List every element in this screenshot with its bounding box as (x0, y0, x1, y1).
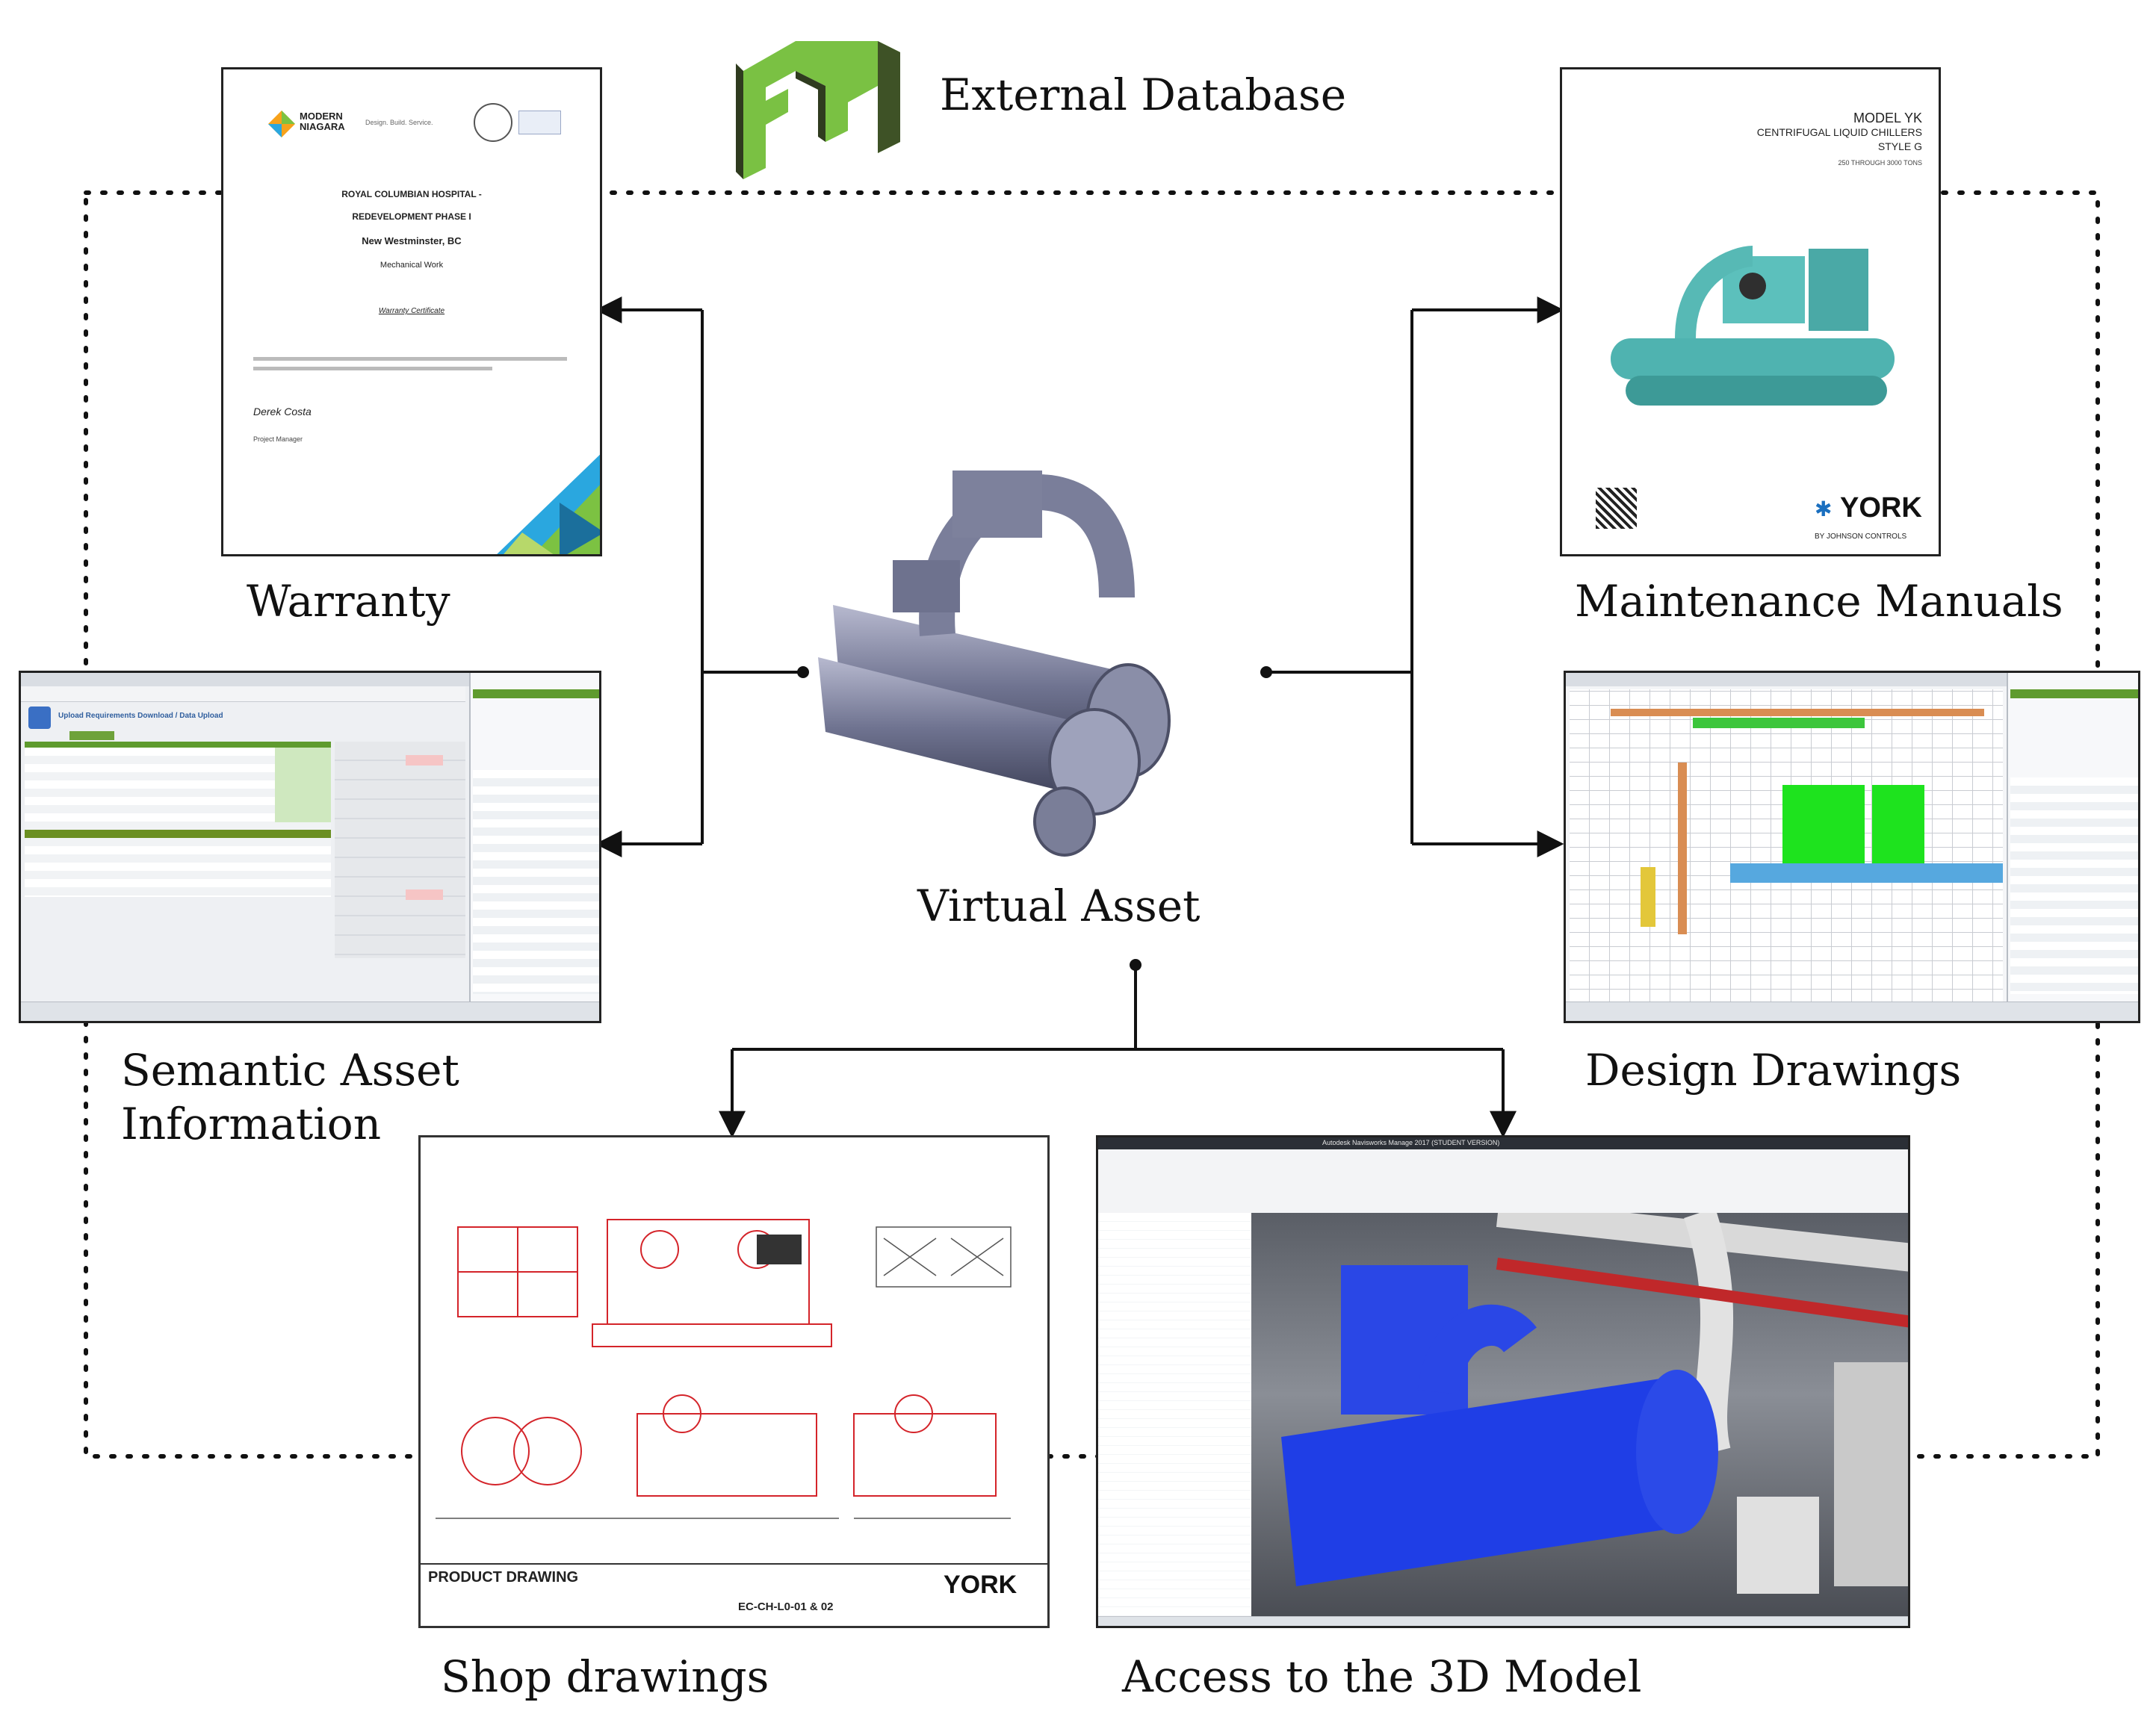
warranty-signature: Derek Costa (253, 406, 312, 417)
sheet-list (473, 770, 599, 994)
warranty-body-line (253, 367, 492, 370)
navisworks-statusbar (1098, 1616, 1908, 1626)
warranty-title-line2: REDEVELOPMENT PHASE I (352, 211, 471, 222)
maintenance-manuals-label: Maintenance Manuals (1575, 576, 2063, 627)
warranty-tagline: Design. Build. Service. (365, 119, 433, 126)
warranty-scope: Mechanical Work (380, 261, 444, 270)
warranty-signer-role: Project Manager (253, 435, 303, 443)
maintenance-manual-document: MODEL YK CENTRIFUGAL LIQUID CHILLERS STY… (1560, 67, 1941, 556)
warranty-label: Warranty (247, 576, 450, 627)
design-drawings-label: Design Drawings (1585, 1045, 1962, 1096)
manual-product: CENTRIFUGAL LIQUID CHILLERS (1756, 126, 1922, 138)
warranty-title-line1: ROYAL COLUMBIAN HOSPITAL - (341, 189, 482, 199)
warranty-certificate-heading: Warranty Certificate (378, 307, 445, 315)
pipe-yellow (1641, 867, 1655, 927)
access-3d-model-label: Access to the 3D Model (1122, 1651, 1642, 1702)
parameter-warning-cell (406, 889, 443, 900)
parameter-panel (335, 742, 465, 958)
navisworks-titlebar (1098, 1137, 1908, 1149)
seal-icon (474, 103, 512, 142)
pipe-orange (1678, 763, 1687, 934)
duct-run-green (1693, 718, 1865, 728)
semantic-app-toolbar (21, 686, 465, 702)
table-header (25, 742, 331, 748)
semantic-asset-screenshot: Upload Requirements Download / Data Uplo… (19, 671, 601, 1023)
shop-drawing-title: PRODUCT DRAWING (428, 1569, 579, 1586)
shop-drawing-number: EC-CH-L0-01 & 02 (738, 1600, 834, 1613)
manual-brand-sub: BY JOHNSON CONTROLS (1815, 532, 1907, 541)
design-app-statusbar (1566, 1002, 2138, 1021)
semantic-app-tab[interactable] (69, 731, 114, 740)
semantic-app-statusbar (21, 1002, 599, 1021)
decorative-triangles-icon (497, 454, 600, 554)
selection-tree-panel[interactable] (1098, 1213, 1252, 1616)
warranty-company-name: MODERN NIAGARA (300, 111, 345, 133)
dotted-boundary (84, 190, 2100, 1459)
title-block (421, 1563, 1047, 1626)
duct-run-blue (1730, 863, 2003, 883)
design-app-titlebar (1566, 673, 2138, 686)
semantic-app-heading: Upload Requirements Download / Data Uplo… (58, 712, 223, 720)
connector-right-dot (1260, 666, 1272, 678)
user-avatar-icon (28, 707, 51, 729)
design-sheet-list (2010, 777, 2138, 994)
fm-logo-icon (736, 41, 900, 179)
sheet-list-header (473, 689, 599, 698)
navisworks-screenshot: Autodesk Navisworks Manage 2017 (STUDENT… (1096, 1135, 1910, 1628)
teal-chiller-icon (1611, 246, 1895, 406)
external-database-label: External Database (940, 69, 1347, 120)
type-column-highlight (275, 748, 331, 822)
warranty-location: New Westminster, BC (362, 235, 462, 246)
warranty-document: MODERN NIAGARA Design. Build. Service. R… (221, 67, 602, 556)
navisworks-window-title: Autodesk Navisworks Manage 2017 (STUDENT… (1322, 1139, 1500, 1146)
design-drawings-screenshot (1564, 671, 2140, 1023)
shop-drawing-linework (436, 1219, 1012, 1519)
manual-style: STYLE G (1877, 140, 1922, 152)
shop-drawings-label: Shop drawings (441, 1651, 769, 1702)
shop-drawing-document: PRODUCT DRAWING EC-CH-L0-01 & 02 YORK (418, 1135, 1050, 1628)
modern-niagara-logo-icon (268, 111, 295, 137)
manual-brand: YORK (1840, 492, 1922, 524)
semantic-asset-label-line1: Semantic Asset (121, 1045, 459, 1096)
manual-tons: 250 THROUGH 3000 TONS (1838, 159, 1922, 167)
snowflake-icon: ✱ (1815, 497, 1833, 521)
equipment-green-block (1782, 785, 1865, 875)
navisworks-ribbon[interactable] (1098, 1149, 1908, 1214)
3d-scene (1281, 1213, 1908, 1594)
semantic-app-titlebar (21, 673, 599, 686)
connector-bottom-dot (1130, 959, 1141, 971)
chiller-3d-icon (818, 471, 1171, 857)
semantic-asset-label-line2: Information (121, 1099, 382, 1149)
manual-model: MODEL YK (1853, 111, 1922, 125)
selected-table-row[interactable] (25, 830, 331, 838)
warranty-body-line (253, 357, 567, 361)
connector-left-dot (797, 666, 809, 678)
virtual-asset-label: Virtual Asset (917, 881, 1201, 931)
shop-drawing-brand: YORK (944, 1571, 1017, 1599)
qr-code-icon (1596, 488, 1637, 529)
award-badge-icon (518, 111, 561, 134)
parameter-warning-cell (406, 755, 443, 766)
design-sheet-header (2010, 689, 2138, 698)
duct-run-orange (1611, 709, 1984, 716)
